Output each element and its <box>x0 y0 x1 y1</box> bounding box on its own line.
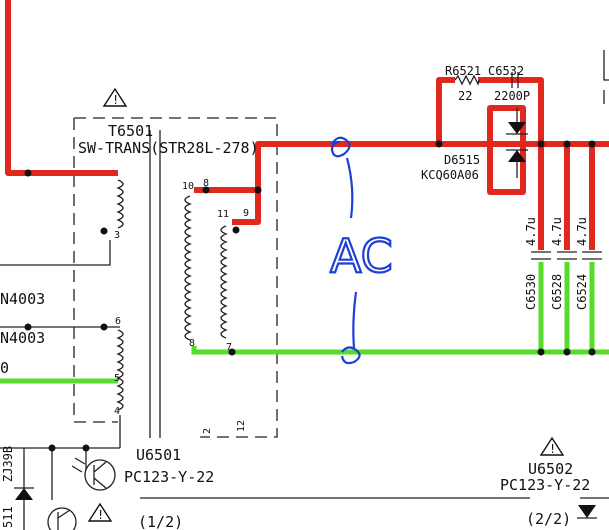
diode-ref: D6515 <box>444 153 480 167</box>
warning-icon: ! <box>539 436 565 456</box>
cap-ref-1: C6530 <box>524 274 538 310</box>
optocoupler-transistor <box>47 507 77 530</box>
opto-2-part: PC123-Y-22 <box>500 476 590 494</box>
svg-text:!: ! <box>97 508 104 522</box>
pin-7: 7 <box>226 342 232 353</box>
transformer-desc: SW-TRANS(STR28L-278) <box>78 139 259 157</box>
ac-annotation <box>330 136 361 365</box>
diode-part: KCQ60A06 <box>421 168 479 182</box>
transformer-ref: T6501 <box>108 122 153 140</box>
cap-ref-2: C6528 <box>550 274 564 310</box>
opto-1-part: PC123-Y-22 <box>124 468 214 486</box>
optocoupler-transistor <box>71 457 116 491</box>
ac-arrow-bottom <box>352 291 358 349</box>
pin-4: 4 <box>114 406 120 417</box>
transformer-coil-secondary-2 <box>220 225 228 339</box>
pin-10: 10 <box>182 181 194 192</box>
pin-8: 8 <box>203 178 209 189</box>
page-ref-2: (2/2) <box>526 510 571 528</box>
net-label-3: 0 <box>0 359 9 377</box>
page-ref-1: (1/2) <box>138 513 183 530</box>
transformer-coil-primary <box>116 179 124 411</box>
pin-2: 2 <box>202 428 213 434</box>
secondary-return-net <box>0 262 609 384</box>
cap-value-3: 4.7u <box>575 217 589 246</box>
pin-5: 5 <box>114 373 120 384</box>
cap-top-ref: C6532 <box>488 64 524 78</box>
capacitor-c6528 <box>557 251 577 260</box>
warning-icon: ! <box>87 502 113 522</box>
ac-arrow-top <box>345 157 354 219</box>
capacitor-c6532 <box>511 72 519 88</box>
net-label-2: N4003 <box>0 329 45 347</box>
cap-top-value: 2200P <box>494 89 530 103</box>
transformer-enclosure <box>73 117 278 438</box>
svg-text:!: ! <box>549 442 556 456</box>
pin-9: 9 <box>243 208 249 219</box>
zener-diode <box>14 487 34 500</box>
secondary-hot-net <box>194 77 609 250</box>
ac-scribble-top <box>330 136 351 158</box>
zener-number: 511 <box>1 506 15 528</box>
cap-value-1: 4.7u <box>524 217 538 246</box>
opto-2-ref: U6502 <box>528 460 573 478</box>
svg-text:!: ! <box>112 93 119 107</box>
diode-secondary <box>577 505 597 519</box>
pin-6: 6 <box>115 316 121 327</box>
net-label-1: N4003 <box>0 290 45 308</box>
pin-3: 3 <box>114 230 120 241</box>
ac-label: AC <box>330 229 393 283</box>
zener-ref: ZJ39B <box>1 446 15 482</box>
right-edge-frame <box>603 50 609 104</box>
diode-d6515 <box>506 108 528 178</box>
resistor-r6521 <box>454 74 480 86</box>
transformer-coil-secondary-1 <box>184 195 192 341</box>
resistor-value: 22 <box>458 89 472 103</box>
primary-hot-net <box>5 0 118 176</box>
pin-12: 12 <box>236 420 247 432</box>
warning-icon: ! <box>102 87 128 107</box>
capacitor-c6524 <box>582 251 602 260</box>
ac-scribble-bottom <box>340 346 361 365</box>
cap-value-2: 4.7u <box>550 217 564 246</box>
cap-ref-3: C6524 <box>575 274 589 310</box>
capacitor-c6530 <box>531 251 551 260</box>
junction-dots <box>24 140 596 452</box>
resistor-ref: R6521 <box>445 64 481 78</box>
pin-11: 11 <box>217 209 229 220</box>
opto-1-ref: U6501 <box>136 446 181 464</box>
pin-8b: 8 <box>189 338 195 349</box>
